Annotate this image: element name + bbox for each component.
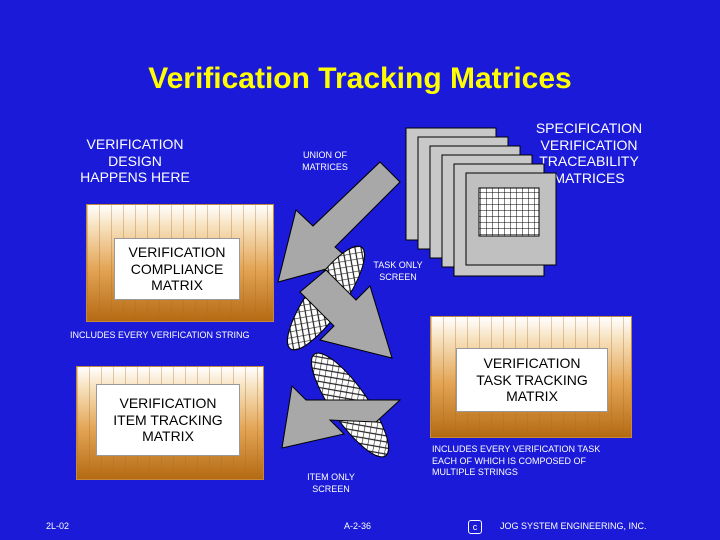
includes-string-label: INCLUDES EVERY VERIFICATION STRING [70, 330, 250, 340]
footer-center: A-2-36 [344, 521, 372, 531]
includes-task-label: INCLUDES EVERY VERIFICATION TASK EACH OF… [432, 444, 601, 478]
union-label: UNION OF MATRICES [302, 150, 348, 172]
item-only-label: ITEM ONLY SCREEN [307, 472, 355, 494]
copyright-icon: c [468, 520, 482, 534]
footer-right: JOG SYSTEM ENGINEERING, INC. [500, 521, 647, 531]
design-label: VERIFICATION DESIGN HAPPENS HERE [80, 136, 190, 186]
footer-left: 2L-02 [46, 521, 70, 531]
svtm-label: SPECIFICATION VERIFICATION TRACEABILITY … [535, 120, 643, 186]
union-arrow [277, 161, 401, 283]
task-arrow [299, 269, 393, 359]
item-tracking-matrix-label: VERIFICATION ITEM TRACKING MATRIX [96, 384, 240, 456]
task-only-label: TASK ONLY SCREEN [373, 260, 423, 282]
svtm-page-stack [405, 127, 557, 277]
item-arrow [281, 384, 402, 449]
slide-title: Verification Tracking Matrices [148, 62, 572, 95]
page-grid [478, 187, 540, 237]
compliance-matrix-label: VERIFICATION COMPLIANCE MATRIX [114, 238, 240, 300]
task-tracking-matrix-label: VERIFICATION TASK TRACKING MATRIX [456, 348, 608, 412]
